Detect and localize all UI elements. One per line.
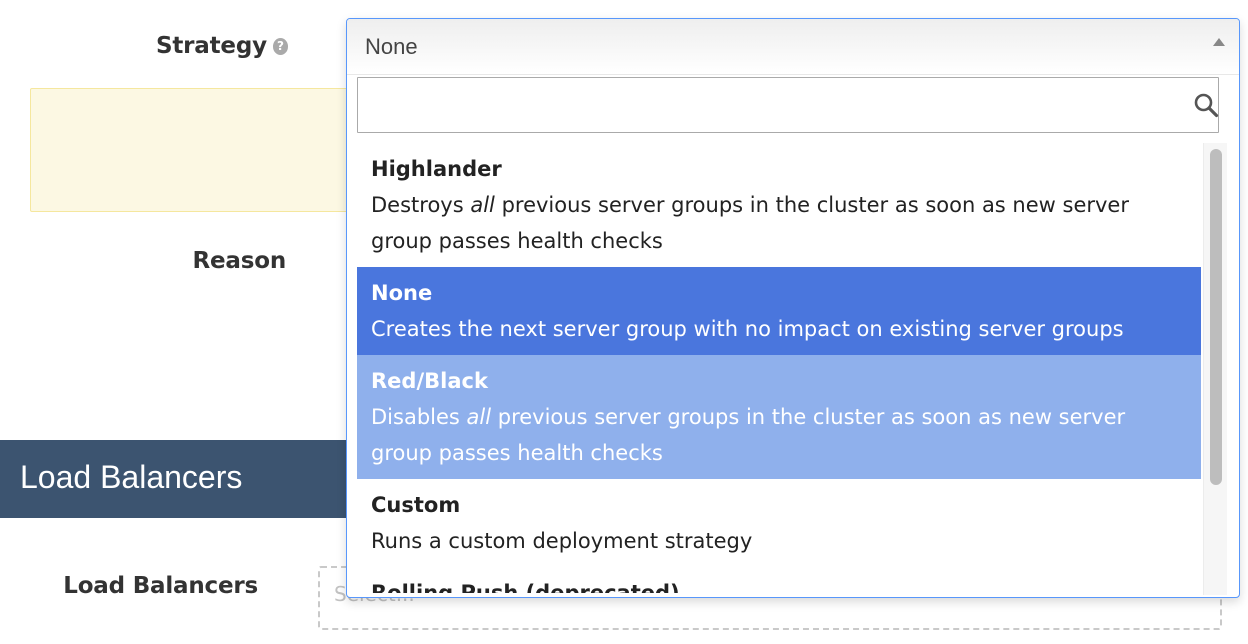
- strategy-option-title: Custom: [371, 493, 461, 517]
- description-text: previous server groups in the cluster as…: [371, 193, 1129, 253]
- strategy-option[interactable]: Rolling Push (deprecated): [357, 567, 1201, 593]
- options-scrollbar-thumb[interactable]: [1210, 149, 1222, 485]
- strategy-option-title: None: [371, 281, 433, 305]
- reason-label: Reason: [192, 248, 287, 274]
- help-icon[interactable]: ?: [272, 37, 288, 55]
- strategy-option-title: Highlander: [371, 157, 502, 181]
- strategy-option-description: Creates the next server group with no im…: [371, 311, 1187, 347]
- description-text: previous server groups in the cluster as…: [371, 405, 1126, 465]
- strategy-option-description: Disables all previous server groups in t…: [371, 399, 1187, 471]
- strategy-selected-value: None: [365, 34, 418, 59]
- options-scrollbar[interactable]: [1203, 143, 1227, 595]
- description-text: Destroys: [371, 193, 471, 217]
- section-header: [0, 440, 400, 518]
- strategy-info-box: [30, 88, 370, 212]
- description-text: Runs a custom deployment strategy: [371, 529, 753, 553]
- description-emphasis: all: [466, 405, 492, 429]
- load-balancers-label: Load Balancers: [63, 573, 258, 599]
- description-emphasis: all: [470, 193, 495, 217]
- strategy-search-input[interactable]: [357, 77, 1219, 133]
- caret-up-icon: [1213, 38, 1225, 46]
- strategy-label: Strategy ?: [156, 33, 288, 59]
- description-text: Disables: [371, 405, 467, 429]
- strategy-select-toggle[interactable]: None: [347, 19, 1239, 75]
- search-icon: [1194, 93, 1219, 118]
- strategy-option-description: Runs a custom deployment strategy: [371, 523, 1187, 559]
- strategy-option-title: Red/Black: [371, 369, 488, 393]
- section-title: Load Balancers: [20, 459, 243, 495]
- strategy-label-text: Strategy: [156, 33, 267, 59]
- strategy-option-description: Destroys all previous server groups in t…: [371, 187, 1187, 259]
- strategy-option-title: Rolling Push (deprecated): [371, 581, 680, 593]
- description-text: Creates the next server group with no im…: [371, 317, 1124, 341]
